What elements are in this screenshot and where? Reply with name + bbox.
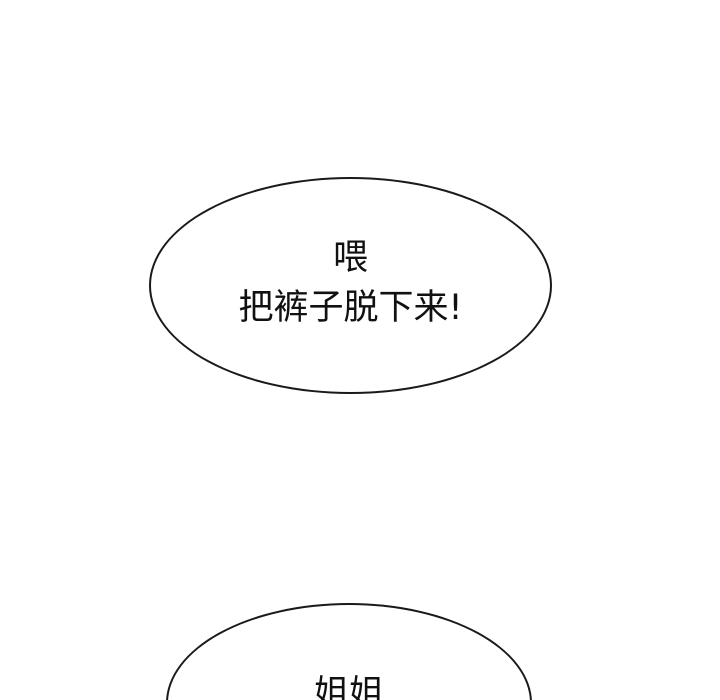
speech-bubble-top: 喂 把裤子脱下来! bbox=[149, 177, 552, 394]
speech-text-line: 喂 bbox=[332, 238, 368, 278]
speech-bubble-bottom: 姐姐 bbox=[166, 603, 532, 700]
speech-text-line: 姐姐 bbox=[313, 674, 384, 700]
speech-text-line: 把裤子脱下来! bbox=[238, 288, 463, 328]
